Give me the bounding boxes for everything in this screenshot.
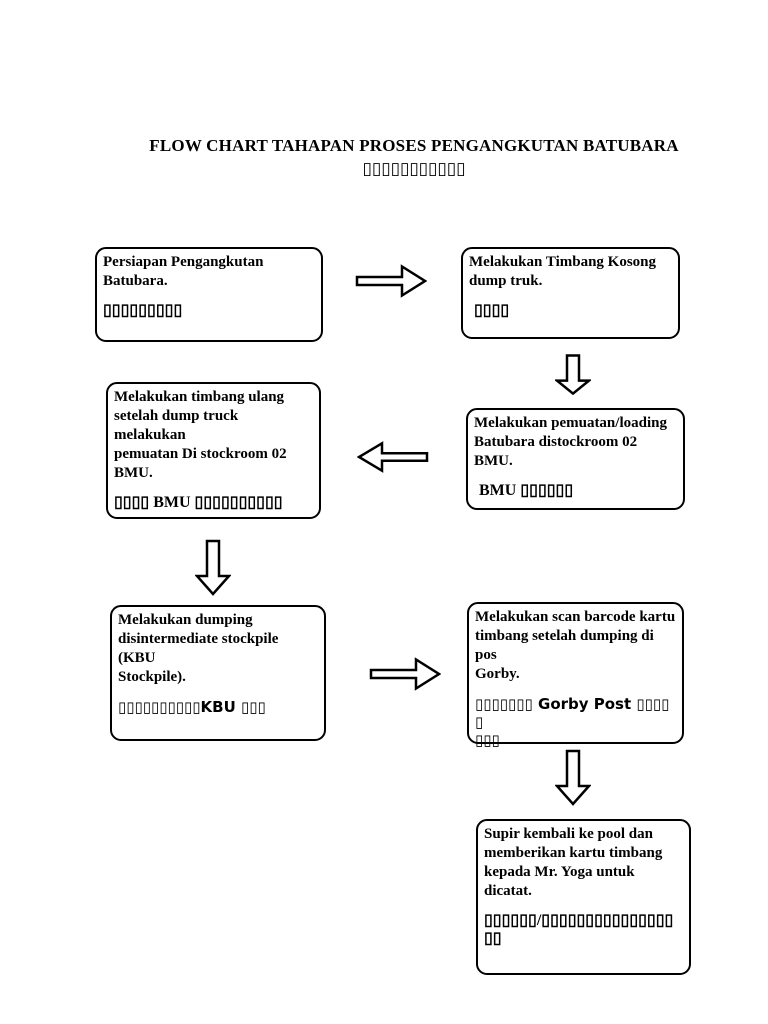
flow-box-text: Melakukan pemuatan/loading Batubara dist… xyxy=(474,415,667,469)
page-subtitle-cjk: ▯▯▯▯▯▯▯▯▯▯▯ xyxy=(362,159,466,179)
flow-box-timbang-ulang: Melakukan timbang ulang setelah dump tru… xyxy=(106,382,321,519)
flow-box-cjk-text: ▯▯▯▯ BMU ▯▯▯▯▯▯▯▯▯▯ xyxy=(114,494,283,511)
flow-box-scan-barcode: Melakukan scan barcode kartu timbang set… xyxy=(467,602,684,749)
arrow-down-icon xyxy=(555,354,591,395)
flow-box-text: Melakukan Timbang Kosong dump truk. xyxy=(469,254,657,289)
flow-box-text: Supir kembali ke pool dan memberikan kar… xyxy=(484,826,663,899)
flow-box-cjk-text: ▯▯▯▯▯▯▯▯▯ xyxy=(103,302,183,319)
arrow-right-icon xyxy=(369,656,441,692)
flow-box-text: Melakukan scan barcode kartu timbang set… xyxy=(475,609,676,682)
flow-box-text: Melakukan dumping disintermediate stockp… xyxy=(118,612,279,685)
flow-box-persiapan: Persiapan Pengangkutan Batubara. ▯▯▯▯▯▯▯… xyxy=(95,247,323,342)
flow-box-cjk-text: ▯▯▯▯▯▯/▯▯▯▯▯▯▯▯▯▯▯▯▯▯▯ ▯▯ xyxy=(484,912,674,947)
page-title: FLOW CHART TAHAPAN PROSES PENGANGKUTAN B… xyxy=(149,136,679,155)
flow-box-cjk-text: ▯▯▯▯▯▯▯▯▯▯KBU ▯▯▯ xyxy=(118,698,266,716)
flow-box-pemuatan-loading: Melakukan pemuatan/loading Batubara dist… xyxy=(466,408,685,510)
flow-box-cjk-text: ▯▯▯▯ xyxy=(474,302,510,319)
arrow-down-icon xyxy=(555,749,591,806)
flow-box-supir-kembali: Supir kembali ke pool dan memberikan kar… xyxy=(476,819,691,975)
flow-box-cjk-text: BMU ▯▯▯▯▯▯ xyxy=(479,482,574,499)
arrow-left-icon xyxy=(357,440,429,474)
flow-box-text: Melakukan timbang ulang setelah dump tru… xyxy=(114,389,287,481)
arrow-down-icon xyxy=(195,539,231,596)
flow-box-timbang-kosong: Melakukan Timbang Kosong dump truk. ▯▯▯▯ xyxy=(461,247,680,339)
arrow-right-icon xyxy=(355,263,427,299)
flow-box-dumping-stockpile: Melakukan dumping disintermediate stockp… xyxy=(110,605,326,741)
flow-box-cjk-text: ▯▯▯▯▯▯▯ Gorby Post ▯▯▯▯▯ ▯▯▯ xyxy=(475,695,670,749)
flow-box-text: Persiapan Pengangkutan Batubara. xyxy=(103,254,264,289)
